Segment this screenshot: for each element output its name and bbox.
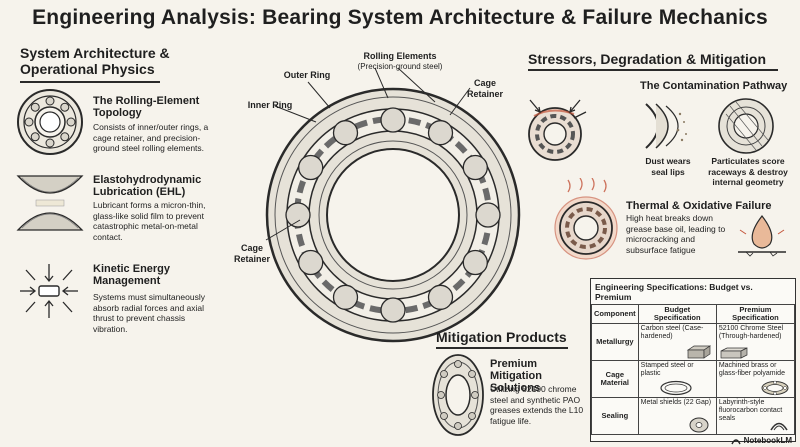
contaminated-bearing-icon xyxy=(528,99,587,161)
spec-table: Component Budget Specification Premium S… xyxy=(591,304,796,435)
contamination-caption-2: Particulates score raceways & destroy in… xyxy=(708,156,788,187)
spec-cell: Stamped steel or plastic xyxy=(637,360,717,398)
spec-header-component: Component xyxy=(591,304,639,324)
stressors-underline xyxy=(528,69,778,71)
label-outer-ring: Outer Ring xyxy=(283,70,331,80)
spec-header-row: Component Budget Specification Premium S… xyxy=(591,304,796,324)
watermark-text: NotebookLM xyxy=(743,436,792,445)
overheated-bearing-icon xyxy=(554,178,618,260)
mitigation-title: Premium Mitigation Solutions xyxy=(490,358,542,394)
spec-premium-cage: Machined brass or glass-fiber polyamide xyxy=(718,362,785,377)
left-heading-line2: Operational Physics xyxy=(20,61,155,77)
table-row: Cage Material Stamped steel or plastic M… xyxy=(591,360,796,398)
left-heading-underline xyxy=(20,81,160,83)
seal-lip-wear-icon xyxy=(645,103,687,149)
spec-row-sealing-label: Sealing xyxy=(591,397,639,435)
thermal-title: Thermal & Oxidative Failure xyxy=(626,200,772,212)
left-section-heading: System Architecture & Operational Physic… xyxy=(20,45,220,77)
spec-cell: Labyrinth-style fluorocarbon contact sea… xyxy=(715,397,796,435)
spec-cell: Metal shields (22 Gap) xyxy=(637,397,717,435)
premium-bearing-icon xyxy=(432,354,484,436)
spec-budget-cage: Stamped steel or plastic xyxy=(640,362,694,377)
spec-budget-metallurgy: Carbon steel (Case-hardened) xyxy=(640,325,704,340)
spec-budget-sealing: Metal shields (22 Gap) xyxy=(640,399,712,406)
kinetic-forces-icon xyxy=(20,264,78,318)
label-cage-retainer-bottom: Cage Retainer xyxy=(233,243,270,264)
contact-seal-icon xyxy=(770,422,788,431)
mitigation-underline xyxy=(436,347,568,349)
spec-table-panel: Engineering Specifications: Budget vs. P… xyxy=(590,278,796,442)
contamination-title: The Contamination Pathway xyxy=(640,80,788,92)
table-row: Sealing Metal shields (22 Gap) Labyrinth… xyxy=(591,397,796,435)
chrome-steel-bar-icon xyxy=(720,347,748,359)
ehl-film-icon xyxy=(16,175,84,231)
spec-premium-sealing: Labyrinth-style fluorocarbon contact sea… xyxy=(718,399,783,422)
spec-table-title: Engineering Specifications: Budget vs. P… xyxy=(595,282,753,302)
stamped-cage-icon xyxy=(660,380,692,396)
machined-cage-icon xyxy=(761,380,789,396)
spec-row-cage-label: Cage Material xyxy=(591,360,639,398)
topology-title: The Rolling-Element Topology xyxy=(93,95,200,119)
mitigation-heading: Mitigation Products xyxy=(436,329,567,345)
oil-drop-crack-icon xyxy=(738,215,786,257)
label-leader-lines xyxy=(265,67,471,241)
left-heading-line1: System Architecture & xyxy=(20,45,170,61)
spec-cell: Carbon steel (Case-hardened) xyxy=(637,323,717,361)
spec-header-budget: Budget Specification xyxy=(637,304,717,324)
kinetic-title: Kinetic Energy Management xyxy=(93,263,171,287)
metal-shield-icon xyxy=(689,417,709,433)
topology-text: Consists of inner/outer rings, a cage re… xyxy=(93,122,209,153)
page-title: Engineering Analysis: Bearing System Arc… xyxy=(32,6,768,29)
thermal-text: High heat breaks down grease base oil, l… xyxy=(626,213,726,255)
notebooklm-logo-icon xyxy=(730,438,741,444)
spec-cell: 52100 Chrome Steel (Through-hardened) xyxy=(715,323,796,361)
contamination-caption-1: Dust wears seal lips xyxy=(645,156,691,177)
watermark: NotebookLM xyxy=(730,436,792,445)
stressors-heading: Stressors, Degradation & Mitigation xyxy=(528,51,767,67)
main-bearing-diagram xyxy=(265,87,521,343)
table-row: Metallurgy Carbon steel (Case-hardened) … xyxy=(591,323,796,361)
spec-header-premium: Premium Specification xyxy=(715,304,796,324)
kinetic-text: Systems must simultaneously absorb radia… xyxy=(93,292,205,334)
ehl-title: Elastohydrodynamic Lubrication (EHL) xyxy=(93,174,202,198)
label-rolling-elements: Rolling Elements (Precision-ground steel… xyxy=(357,51,443,71)
spec-cell: Machined brass or glass-fiber polyamide xyxy=(715,360,796,398)
ehl-text: Lubricant forms a micron-thin, glass-lik… xyxy=(93,200,206,242)
spec-premium-metallurgy: 52100 Chrome Steel (Through-hardened) xyxy=(718,325,784,340)
label-inner-ring: Inner Ring xyxy=(247,100,293,110)
scored-raceway-icon xyxy=(718,98,774,154)
label-cage-retainer-top: Cage Retainer xyxy=(466,78,503,99)
mitigation-text: Utilizing 52100 chrome steel and synthet… xyxy=(490,384,584,426)
spec-row-metallurgy-label: Metallurgy xyxy=(591,323,639,361)
bearing-topology-icon xyxy=(17,89,83,155)
carbon-steel-bar-icon xyxy=(686,345,711,359)
